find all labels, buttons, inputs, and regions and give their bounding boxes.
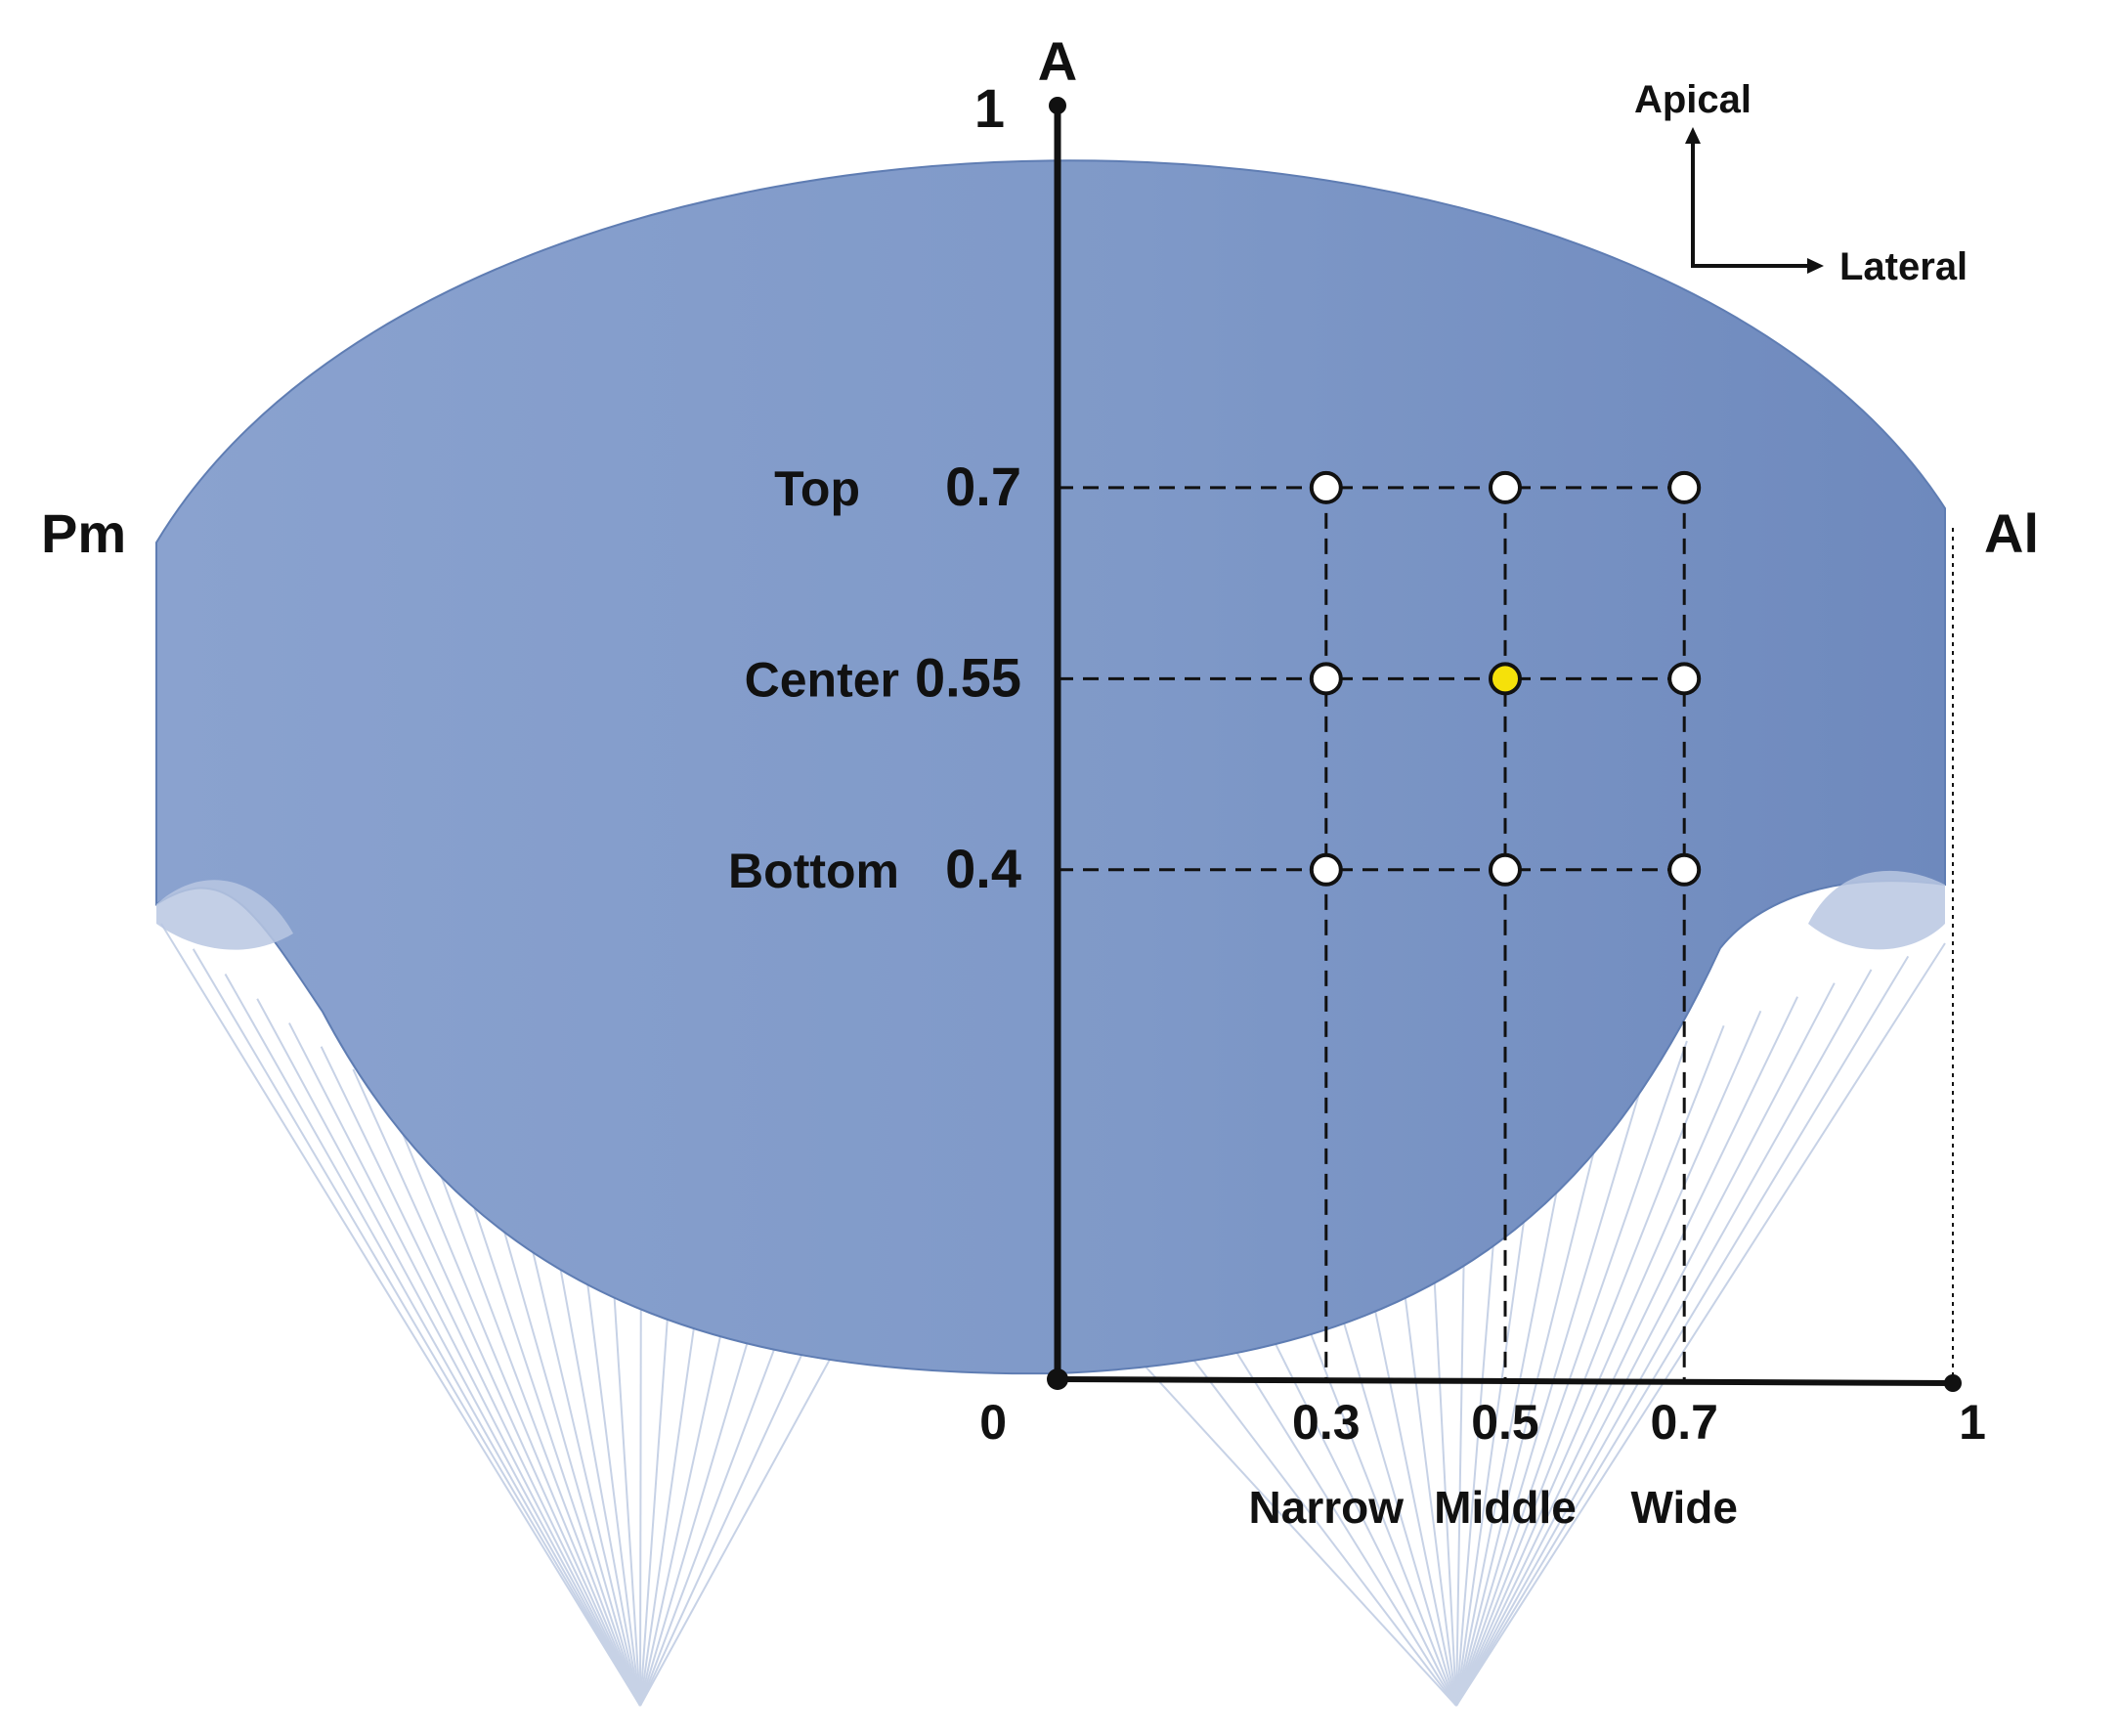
- leaflet-surface: [155, 159, 1946, 1375]
- column-value-label: 0.5: [1471, 1395, 1539, 1450]
- chorda-line: [224, 973, 641, 1707]
- column-value-label: 0.3: [1292, 1395, 1361, 1450]
- chorda-line: [1455, 982, 1836, 1707]
- highlighted-point: [1489, 662, 1522, 696]
- left-scallop: [156, 880, 293, 950]
- chorda-line: [639, 1285, 835, 1707]
- chorda-line: [512, 1167, 641, 1707]
- label-origin: 0: [979, 1395, 1007, 1450]
- horizontal-axis-end-dot: [1944, 1374, 1962, 1392]
- apical-label: Apical: [1634, 78, 1751, 121]
- row-name-label: Center: [745, 652, 899, 707]
- label-y-one: 1: [974, 77, 1005, 139]
- row-value-label: 0.55: [915, 646, 1021, 708]
- chorda-line: [1455, 1024, 1725, 1707]
- chorda-line: [1455, 955, 1910, 1707]
- column-name-label: Wide: [1630, 1482, 1737, 1533]
- row-name-label: Bottom: [728, 844, 899, 898]
- chorda-line: [1455, 1073, 1615, 1707]
- origin-dot: [1047, 1368, 1068, 1390]
- label-anterior: A: [1038, 30, 1077, 92]
- chorda-line: [320, 1046, 641, 1707]
- grid-point: [1309, 470, 1343, 504]
- label-anterolateral: Al: [1984, 502, 2039, 564]
- chorda-line: [160, 923, 641, 1707]
- column-name-label: Narrow: [1249, 1482, 1405, 1533]
- chorda-line: [384, 1091, 641, 1707]
- grid-point: [1667, 662, 1702, 696]
- chorda-line: [192, 948, 641, 1707]
- vertical-axis-end-dot: [1049, 97, 1066, 114]
- apical-arrowhead: [1685, 127, 1701, 144]
- chorda-line: [448, 1131, 641, 1707]
- right-scallop: [1808, 870, 1945, 950]
- column-name-label: Middle: [1434, 1482, 1577, 1533]
- label-posteromedial: Pm: [41, 502, 126, 564]
- chorda-line: [1455, 1010, 1762, 1707]
- chorda-line: [288, 1022, 641, 1707]
- lateral-arrowhead: [1807, 258, 1824, 274]
- chorda-line: [1455, 969, 1873, 1707]
- grid-point: [1667, 852, 1702, 887]
- orientation-indicator: Apical Lateral: [1634, 78, 1968, 288]
- chorda-line: [415, 1111, 641, 1707]
- label-x-one: 1: [1959, 1395, 1986, 1450]
- chorda-line: [1169, 1328, 1457, 1707]
- lateral-label: Lateral: [1839, 245, 1968, 288]
- grid-point: [1489, 852, 1522, 887]
- grid-point: [1489, 470, 1522, 504]
- chorda-line: [543, 1184, 641, 1707]
- chorda-line: [480, 1150, 641, 1707]
- chorda-line: [1455, 1040, 1688, 1707]
- grid-point: [1309, 662, 1343, 696]
- chorda-line: [352, 1068, 641, 1707]
- row-name-label: Top: [774, 461, 860, 516]
- chorda-line: [1243, 1280, 1457, 1707]
- chorda-line: [256, 998, 641, 1707]
- grid-point: [1667, 470, 1702, 504]
- coordinate-grid: [1058, 486, 1686, 1379]
- chorda-line: [639, 1294, 866, 1707]
- chorda-line: [1455, 942, 1946, 1707]
- row-value-label: 0.7: [945, 456, 1021, 517]
- row-value-label: 0.4: [945, 838, 1021, 899]
- chorda-line: [1206, 1305, 1457, 1707]
- grid-points: [1309, 470, 1702, 887]
- grid-point: [1309, 852, 1343, 887]
- chorda-line: [1455, 996, 1798, 1707]
- chorda-line: [1133, 1353, 1457, 1707]
- horizontal-axis: [1057, 1376, 1954, 1386]
- column-value-label: 0.7: [1650, 1395, 1718, 1450]
